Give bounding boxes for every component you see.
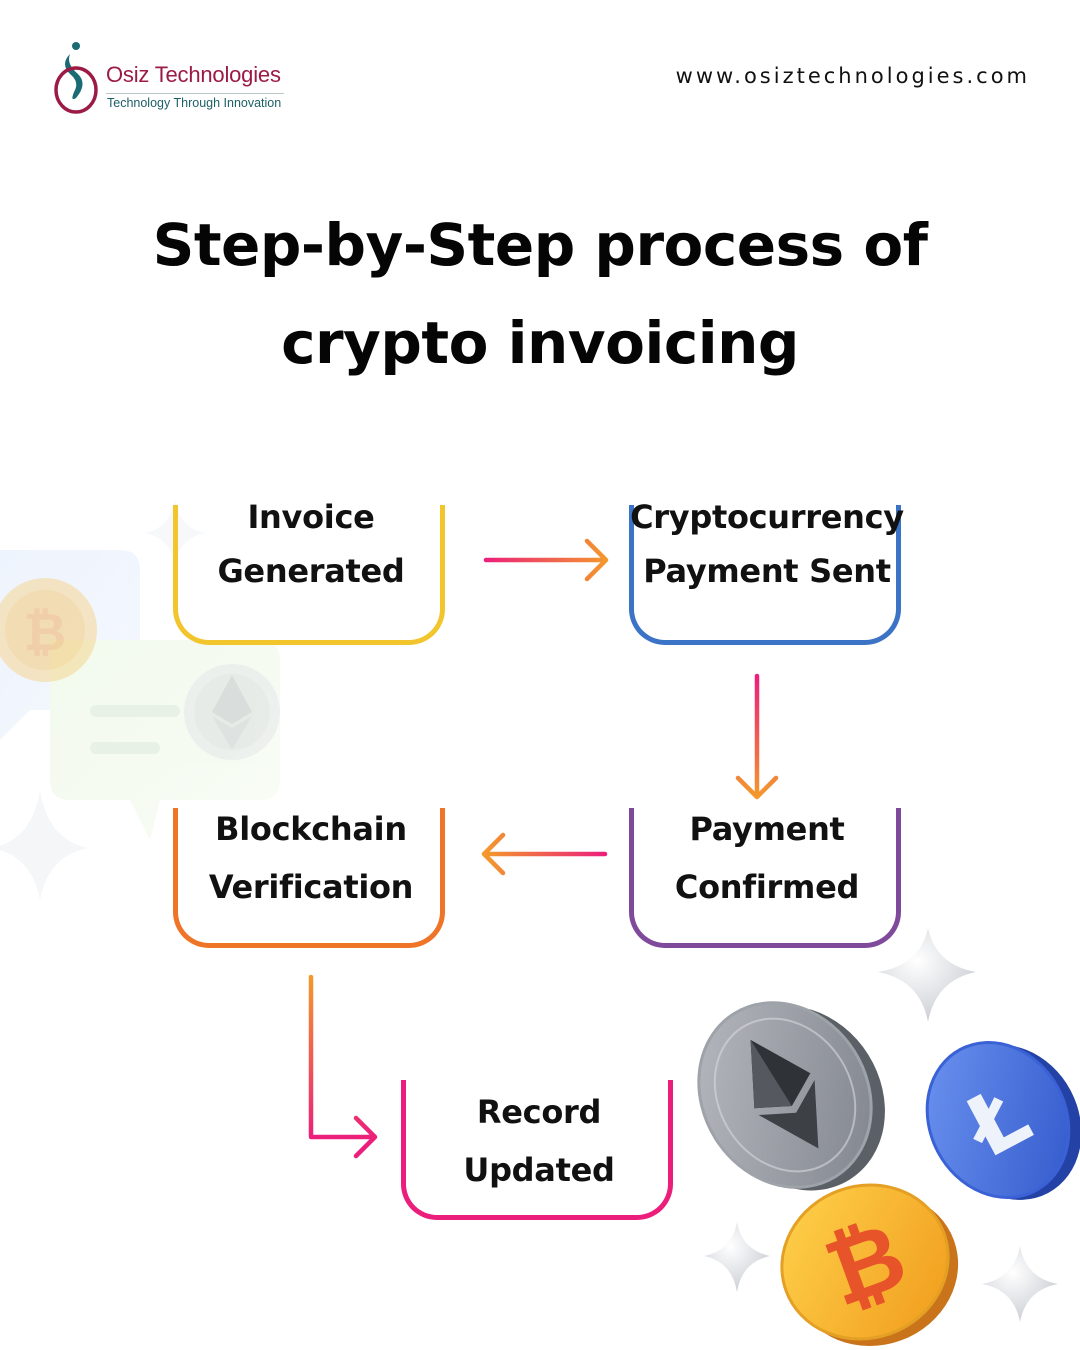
bitcoin-coin-icon: ₿ [780,1183,959,1346]
step-label-line: Confirmed [674,868,860,906]
website-link[interactable]: www.osiztechnologies.com [675,64,1030,88]
step-label-line: Blockchain [215,810,407,848]
osiz-logo-icon [54,42,98,114]
step-box-record-updated [401,1080,673,1220]
step-label-line: Updated [463,1151,615,1189]
ethereum-icon [184,664,280,760]
arrow-down-icon [735,673,779,800]
step-box-blockchain-verification [173,808,445,948]
step-label-line: Verification [208,868,414,906]
sparkle-icon [704,928,1058,1322]
step-label-blockchain-verification: Blockchain Verification [151,800,471,916]
step-label-line: Payment [689,810,845,848]
step-box-payment-confirmed [629,808,901,948]
brand-tagline: Technology Through Innovation [107,96,282,110]
step-label-invoice-generated: Invoice Generated [151,490,471,598]
litecoin-coin-icon: Ł [925,1040,1080,1200]
brand-logo[interactable]: Osiz Technologies Technology Through Inn… [52,40,312,120]
ethereum-coin-icon [697,1001,885,1191]
step-label-line: Payment Sent [643,552,891,590]
arrow-left-icon [481,832,608,876]
bitcoin-icon: ₿ [0,578,97,682]
step-label-line: Invoice [247,498,375,536]
step-label-payment-confirmed: Payment Confirmed [607,800,927,916]
svg-text:₿: ₿ [24,603,66,663]
page-title: Step-by-Step process of crypto invoicing [152,211,928,377]
step-label-line: Generated [217,552,405,590]
step-label-payment-sent: Cryptocurrency Payment Sent [607,490,927,598]
brand-name: Osiz Technologies [106,62,281,87]
step-label-record-updated: Record Updated [379,1083,699,1199]
brand-divider [106,93,284,94]
arrow-elbow-icon [308,974,378,1159]
arrow-right-icon [483,538,609,582]
step-box-invoice-generated [173,505,445,645]
step-box-payment-sent [629,505,901,645]
step-label-line: Cryptocurrency [630,498,904,536]
step-label-line: Record [476,1093,602,1131]
